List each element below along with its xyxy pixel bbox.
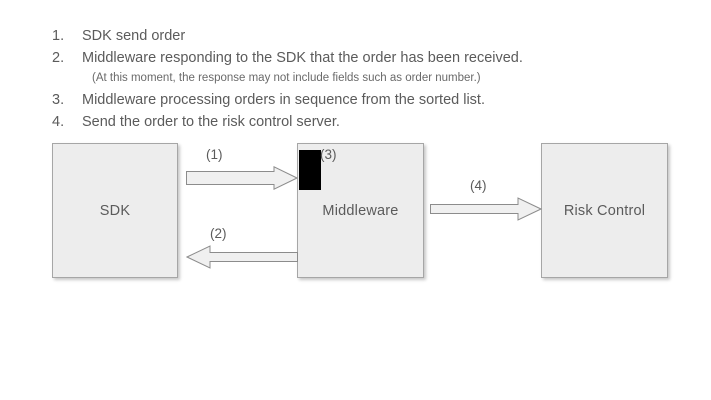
list-item-text: SDK send order (82, 28, 186, 44)
list-item: 3. Middleware processing orders in seque… (52, 90, 672, 111)
arrow-4-label: (4) (470, 178, 487, 193)
list-item-number: 4. (52, 114, 65, 130)
list-item-text: Middleware processing orders in sequence… (82, 92, 485, 108)
list-item-subnote: (At this moment, the response may not in… (92, 72, 481, 84)
processing-block-icon (299, 150, 321, 190)
arrow-4 (430, 197, 542, 221)
node-sdk[interactable]: SDK (52, 143, 178, 278)
list-item-number: 1. (52, 28, 65, 44)
arrow-right-icon (430, 197, 542, 221)
numbered-step-list: 1. SDK send order 2. Middleware respondi… (52, 26, 672, 134)
list-item-number: 3. (52, 92, 65, 108)
arrow-1 (186, 166, 298, 190)
arrow-3-label: (3) (320, 147, 337, 162)
arrow-1-label: (1) (206, 147, 223, 162)
list-item-number: 2. (52, 50, 65, 66)
arrow-left-icon (186, 245, 298, 269)
list-item: 1. SDK send order (52, 26, 672, 47)
node-risk-control[interactable]: Risk Control (541, 143, 668, 278)
arrow-2-label: (2) (210, 226, 227, 241)
list-item-text: Middleware responding to the SDK that th… (82, 50, 523, 66)
node-middleware-label: Middleware (322, 202, 399, 219)
list-item: 4. Send the order to the risk control se… (52, 112, 672, 133)
arrow-right-icon (186, 166, 298, 190)
node-risk-control-label: Risk Control (563, 202, 646, 219)
arrow-2 (186, 245, 298, 269)
list-item: 2. Middleware responding to the SDK that… (52, 48, 672, 69)
list-item-text: Send the order to the risk control serve… (82, 114, 340, 130)
node-sdk-label: SDK (99, 202, 131, 219)
